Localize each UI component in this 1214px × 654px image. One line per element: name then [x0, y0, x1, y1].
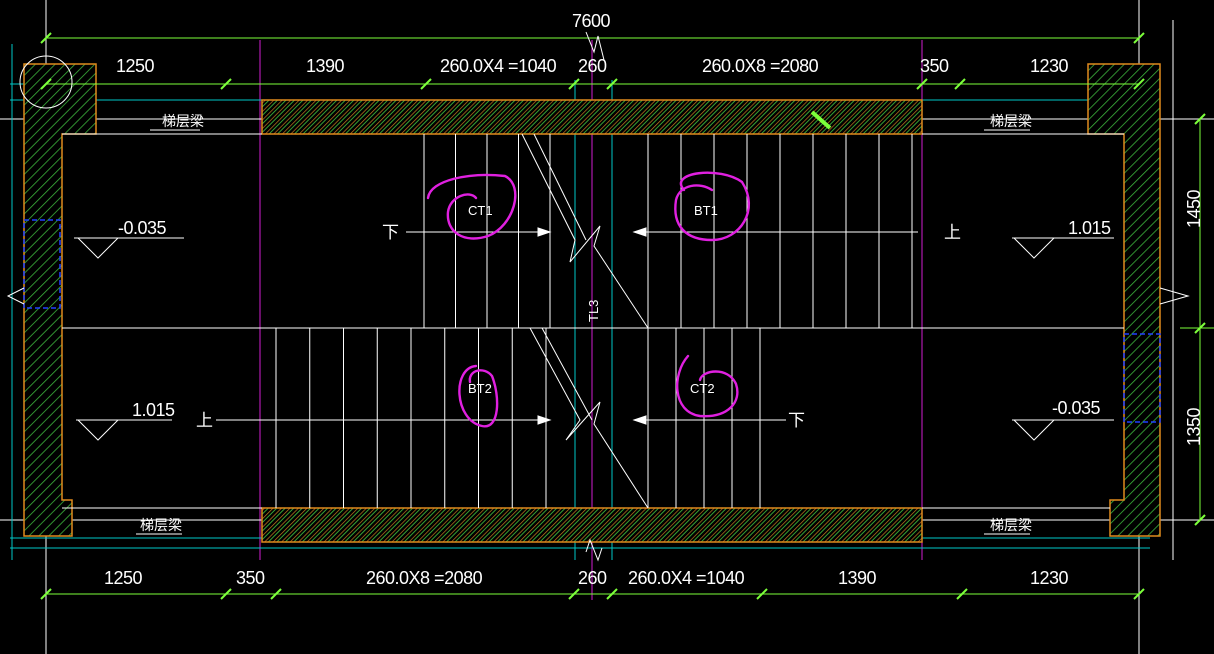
dim-bottom-6: 1390	[838, 568, 877, 588]
stair-treads-upper-right	[647, 134, 913, 328]
upper-left-arrowhead	[537, 227, 552, 237]
upper-up-label: 上	[944, 223, 961, 242]
elevation-marker-upper-right	[1012, 237, 1114, 259]
stair-treads-lower-right	[647, 328, 761, 508]
dimension-tick	[1133, 32, 1145, 44]
dimension-tick	[1194, 113, 1206, 125]
dimension-tick	[606, 78, 618, 90]
overall-break-mark	[585, 31, 605, 61]
dimension-tick	[1133, 78, 1145, 90]
dimension-tick	[1194, 322, 1206, 334]
upper-down-label: 下	[382, 223, 399, 242]
beam-label-bottom-right: 梯层梁	[990, 517, 1032, 533]
dim-overall-top: 7600	[572, 11, 611, 31]
lower-up-label: 上	[196, 411, 213, 430]
dimension-tick	[1133, 588, 1145, 600]
dimension-tick	[220, 78, 232, 90]
flight-tag-bt1: BT1	[694, 203, 718, 218]
dim-bottom-7: 1230	[1030, 568, 1069, 588]
dimension-tick	[756, 588, 768, 600]
dimension-ticks	[40, 32, 1206, 600]
markup-circle-bt1	[674, 171, 750, 242]
dimension-tick	[606, 588, 618, 600]
dim-right-2: 1350	[1184, 407, 1204, 446]
markup-circle-ct2	[676, 354, 739, 418]
top-stair-beam	[261, 99, 923, 135]
elevation-upper-right: 1.015	[1068, 218, 1111, 238]
right-window	[1123, 333, 1161, 423]
dimension-tick	[916, 78, 928, 90]
markup-circle-ct1	[426, 173, 517, 240]
left-window	[23, 219, 61, 309]
flight-tag-ct1: CT1	[468, 203, 493, 218]
elevation-lower-left: 1.015	[132, 400, 175, 420]
bottom-break-mark	[585, 538, 603, 562]
dim-top-3: 260.0X4 =1040	[440, 56, 557, 76]
elevation-marker-lower-right	[1012, 419, 1114, 441]
dim-top-7: 1230	[1030, 56, 1069, 76]
dim-top-4: 260	[578, 56, 607, 76]
elevation-lower-right: -0.035	[1052, 398, 1101, 418]
beam-label-top-left: 梯层梁	[162, 113, 204, 129]
dimension-tick	[956, 588, 968, 600]
elevation-upper-left: -0.035	[118, 218, 167, 238]
dimension-tick	[40, 588, 52, 600]
axis-bubble-top-left	[19, 55, 73, 109]
dimension-tick	[568, 588, 580, 600]
upper-break-line	[521, 133, 649, 329]
dimension-tick	[40, 32, 52, 44]
lower-break-line	[529, 327, 649, 509]
markup-circle-bt2	[458, 364, 499, 428]
stair-room	[62, 133, 1124, 509]
beam-label-top-right: 梯层梁	[990, 113, 1032, 129]
dimension-tick	[1194, 514, 1206, 526]
upper-break-line-2	[533, 133, 587, 241]
elevation-marker-lower-left	[76, 419, 172, 441]
dim-top-2: 1390	[306, 56, 345, 76]
right-break-mark	[1159, 287, 1190, 305]
dimension-tick	[40, 78, 52, 90]
walls	[6, 63, 1190, 543]
upper-right-arrowhead	[632, 227, 647, 237]
bottom-stair-beam	[261, 507, 923, 543]
dim-top-5: 260.0X8 =2080	[702, 56, 819, 76]
dim-bottom-2: 350	[236, 568, 265, 588]
lower-break-line-2	[541, 327, 593, 421]
right-wall	[1087, 63, 1161, 537]
dimension-tick	[220, 588, 232, 600]
flight-tag-bt2: BT2	[468, 381, 492, 396]
dim-bottom-5: 260.0X4 =1040	[628, 568, 745, 588]
dim-bottom-3: 260.0X8 =2080	[366, 568, 483, 588]
markup-dash	[810, 110, 832, 130]
elevation-marker-upper-left	[74, 237, 184, 259]
dimension-tick	[420, 78, 432, 90]
dim-bottom-4: 260	[578, 568, 607, 588]
flight-break-lines	[521, 133, 649, 509]
dim-top-6: 350	[920, 56, 949, 76]
column-tag: TL3	[586, 300, 601, 322]
dim-top-1: 1250	[116, 56, 155, 76]
dim-right-1: 1450	[1184, 189, 1204, 228]
dimension-tick	[954, 78, 966, 90]
dimension-tick	[270, 588, 282, 600]
dim-bottom-1: 1250	[104, 568, 143, 588]
stair-treads-lower-left	[275, 328, 547, 508]
flight-tag-ct2: CT2	[690, 381, 715, 396]
stair-treads-upper-left	[423, 134, 551, 328]
lower-left-arrowhead	[537, 415, 552, 425]
dimension-tick	[568, 78, 580, 90]
left-break-mark	[6, 287, 25, 305]
lower-down-label: 下	[788, 411, 805, 430]
markup-annotations	[426, 171, 750, 428]
beam-label-bottom-left: 梯层梁	[140, 517, 182, 533]
dimension-lines	[46, 37, 1214, 595]
lower-right-arrowhead	[632, 415, 647, 425]
